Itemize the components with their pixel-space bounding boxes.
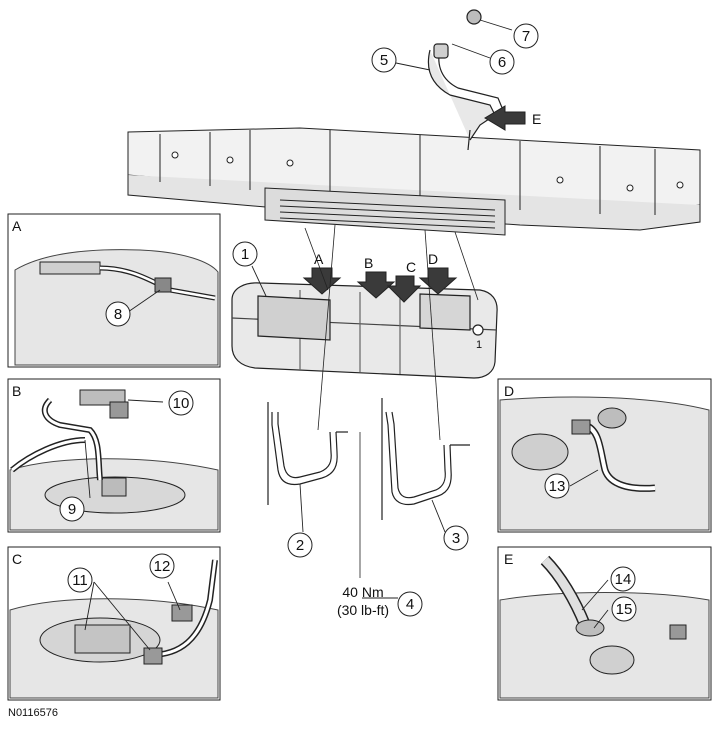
- callout-2-label: 2: [296, 537, 304, 554]
- callout-12-label: 12: [154, 558, 171, 575]
- figure-id: N0116576: [8, 707, 58, 719]
- torque-spec-metric: 40 Nm: [342, 584, 383, 600]
- callout-1-label: 1: [241, 246, 249, 263]
- view-arrow-e-label: E: [532, 111, 541, 127]
- panel-c-letter: C: [12, 551, 22, 567]
- callout-3: [443, 525, 469, 551]
- panel-e-letter: E: [504, 551, 513, 567]
- callout-numbers: 1 2 3 4 5 6 7 8 9 10 11 12 13 14 15: [68, 28, 633, 618]
- panel-a-letter: A: [12, 218, 22, 234]
- callout-7: [513, 23, 539, 49]
- callout-13: [544, 473, 570, 499]
- callout-15: [611, 596, 637, 622]
- callout-1: [232, 241, 258, 267]
- fuel-filler-pipe: [427, 9, 504, 151]
- fuel-tank-strap-left: [267, 402, 348, 505]
- callout-6-label: 6: [498, 54, 506, 71]
- callout-14-label: 14: [615, 571, 632, 588]
- detail-panel-a: A: [7, 213, 221, 368]
- callout-9-label: 9: [68, 501, 76, 518]
- callout-15-label: 15: [616, 601, 633, 618]
- view-arrow-d-label: D: [428, 251, 438, 267]
- view-arrow-e: E: [484, 105, 541, 131]
- callout-9: [59, 496, 85, 522]
- callout-10-label: 10: [173, 395, 190, 412]
- tank-marking-1: 1: [476, 339, 482, 351]
- callout-5: [371, 47, 397, 73]
- callout-4-label: 4: [406, 596, 414, 613]
- callout-8: [105, 301, 131, 327]
- callout-7-label: 7: [522, 28, 530, 45]
- callout-11-label: 11: [72, 572, 88, 589]
- panel-d-letter: D: [504, 383, 514, 399]
- view-arrow-c: [386, 275, 422, 303]
- view-arrow-b-label: B: [364, 255, 373, 271]
- callout-4: [397, 591, 423, 617]
- callout-circles: [59, 23, 637, 622]
- callout-13-label: 13: [549, 478, 566, 495]
- callout-leaders: [84, 19, 609, 651]
- callout-3-label: 3: [452, 530, 460, 547]
- view-arrow-d: [418, 267, 458, 295]
- callout-5-label: 5: [380, 52, 388, 69]
- panel-b-letter: B: [12, 383, 21, 399]
- callout-12: [149, 553, 175, 579]
- tank-heat-shield: [264, 187, 506, 236]
- view-arrow-c-label: C: [406, 259, 416, 275]
- detail-panel-e: E: [497, 546, 712, 701]
- alignment-lines: [304, 224, 479, 441]
- view-arrow-b: [356, 271, 396, 299]
- view-arrow-a-label: A: [314, 251, 324, 267]
- detail-panel-c: C: [7, 546, 221, 701]
- callout-11: [67, 567, 93, 593]
- callout-10: [168, 390, 194, 416]
- callout-14: [610, 566, 636, 592]
- fuel-tank-strap-right: [381, 398, 470, 520]
- torque-spec-imperial: (30 lb-ft): [337, 602, 389, 618]
- detail-panel-d: D: [497, 378, 712, 533]
- fuel-tank: [231, 282, 498, 379]
- callout-2: [287, 532, 313, 558]
- callout-8-label: 8: [114, 306, 122, 323]
- callout-6: [489, 49, 515, 75]
